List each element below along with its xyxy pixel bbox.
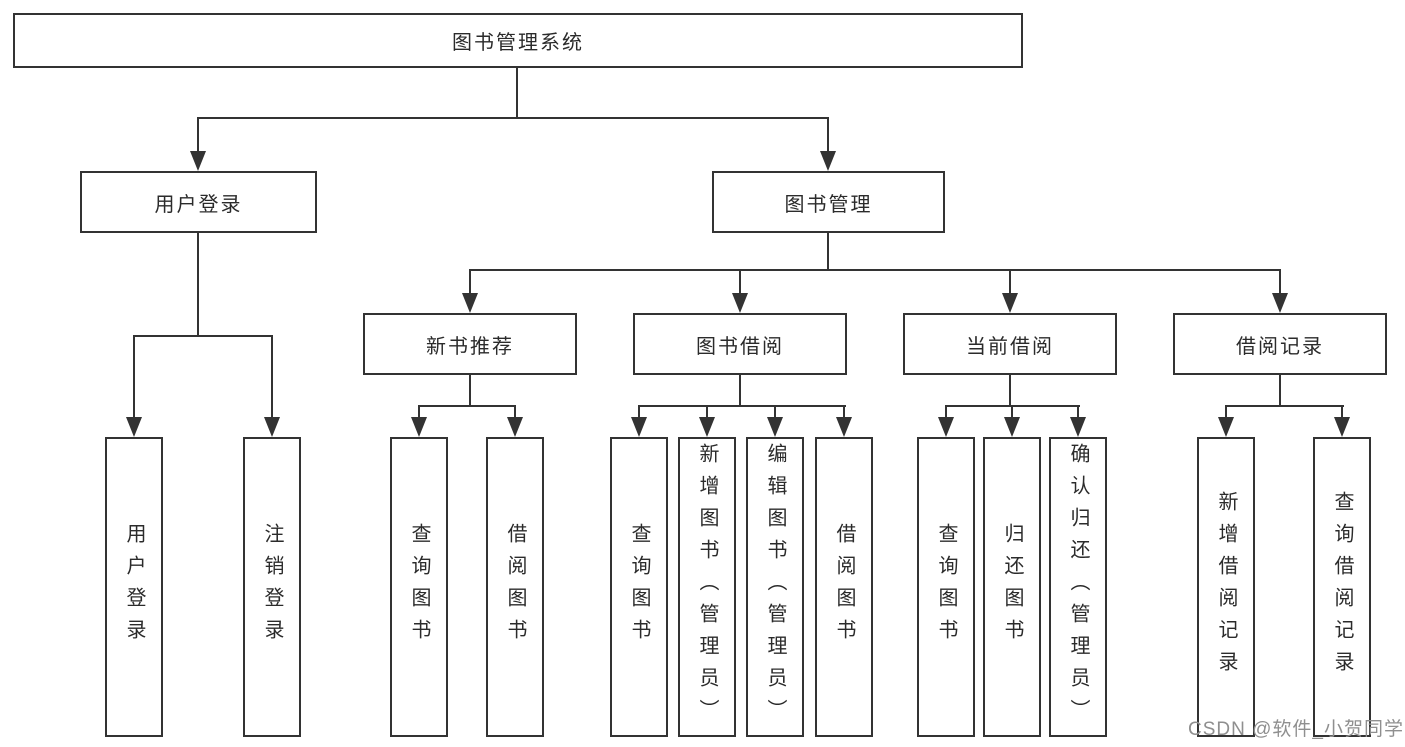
connector-drop-book-borrow [739,269,741,295]
connector-root-stem [516,68,518,118]
node-query-books-current: 查询图书 [917,437,975,737]
connector-drop-edit-books [774,405,776,419]
csdn-watermark: CSDN @软件_小贺同学 [1188,719,1404,740]
node-label: 新增图书（管理员） [696,443,718,731]
arrowhead-book-management [820,151,836,171]
connector-book-management-stem [827,233,829,271]
node-label: 用户登录 [123,523,145,651]
arrowhead-book-borrow [732,293,748,313]
node-add-borrow-record: 新增借阅记录 [1197,437,1255,737]
node-label: 图书借阅 [696,335,784,358]
node-query-books-borrowing: 查询图书 [610,437,668,737]
node-return-books: 归还图书 [983,437,1041,737]
connector-drop-add-record [1225,405,1227,419]
node-borrow-books-recommend: 借阅图书 [486,437,544,737]
connector-drop-borrow-records [1279,269,1281,295]
arrowhead-edit-books [767,417,783,437]
node-query-books-recommend: 查询图书 [390,437,448,737]
connector-user-login-branch [133,335,273,337]
connector-book-borrow-stem [739,375,741,407]
arrowhead-query-books-3 [938,417,954,437]
arrowhead-current-borrow [1002,293,1018,313]
connector-current-borrow-stem [1009,375,1011,407]
node-label: 借阅图书 [504,523,526,651]
node-label: 归还图书 [1001,523,1023,651]
node-book-borrowing: 图书借阅 [633,313,847,375]
connector-drop-book-management [827,117,829,151]
connector-user-login-stem [197,233,199,336]
node-label: 借阅记录 [1236,335,1324,358]
node-label: 新书推荐 [426,335,514,358]
node-label: 借阅图书 [833,523,855,651]
arrowhead-add-books [699,417,715,437]
node-book-management: 图书管理 [712,171,945,233]
connector-drop-current-borrow [1009,269,1011,295]
arrowhead-login [126,417,142,437]
connector-borrow-records-stem [1279,375,1281,407]
connector-drop-return-books [1011,405,1013,419]
node-label: 注销登录 [261,523,283,651]
node-label: 查询图书 [628,523,650,651]
connector-book-borrow-branch [638,405,846,407]
arrowhead-user-login [190,151,206,171]
arrowhead-add-record [1218,417,1234,437]
arrowhead-borrow-books-1 [507,417,523,437]
node-label: 当前借阅 [966,335,1054,358]
node-label: 查询图书 [935,523,957,651]
connector-drop-confirm-return [1077,405,1079,419]
arrowhead-logout [264,417,280,437]
node-label: 图书管理 [784,193,873,216]
arrowhead-return-books [1004,417,1020,437]
connector-drop-borrow-books-2 [843,405,845,419]
connector-book-management-branch [469,269,1281,271]
arrowhead-query-books-2 [631,417,647,437]
connector-drop-borrow-books-1 [514,405,516,419]
connector-drop-login [133,335,135,417]
arrowhead-query-record [1334,417,1350,437]
connector-drop-query-record [1341,405,1343,419]
node-label: 查询借阅记录 [1331,491,1353,683]
node-add-books-admin: 新增图书（管理员） [678,437,736,737]
node-borrow-books-borrowing: 借阅图书 [815,437,873,737]
arrowhead-borrow-books-2 [836,417,852,437]
node-label: 新增借阅记录 [1215,491,1237,683]
node-borrowing-records: 借阅记录 [1173,313,1387,375]
node-logout-action: 注销登录 [243,437,301,737]
node-label: 用户登录 [154,193,243,216]
node-library-management-system: 图书管理系统 [13,13,1023,68]
connector-drop-query-books-3 [945,405,947,419]
arrowhead-query-books-1 [411,417,427,437]
node-edit-books-admin: 编辑图书（管理员） [746,437,804,737]
node-user-login: 用户登录 [80,171,317,233]
connector-drop-query-books-1 [418,405,420,419]
connector-root-branch [197,117,829,119]
node-user-login-action: 用户登录 [105,437,163,737]
node-label: 编辑图书（管理员） [764,443,786,731]
node-label: 确认归还（管理员） [1067,443,1089,731]
connector-drop-logout [271,335,273,417]
arrowhead-confirm-return [1070,417,1086,437]
node-current-borrowing: 当前借阅 [903,313,1117,375]
node-confirm-return-admin: 确认归还（管理员） [1049,437,1107,737]
connector-drop-user-login [197,117,199,151]
connector-borrow-records-branch [1225,405,1344,407]
connector-drop-query-books-2 [638,405,640,419]
node-query-borrow-record: 查询借阅记录 [1313,437,1371,737]
node-label: 图书管理系统 [452,32,584,54]
node-label: 查询图书 [408,523,430,651]
node-new-book-recommend: 新书推荐 [363,313,577,375]
arrowhead-borrow-records [1272,293,1288,313]
connector-new-books-stem [469,375,471,407]
arrowhead-new-books [462,293,478,313]
connector-drop-add-books [706,405,708,419]
connector-drop-new-books [469,269,471,295]
connector-new-books-branch [418,405,516,407]
